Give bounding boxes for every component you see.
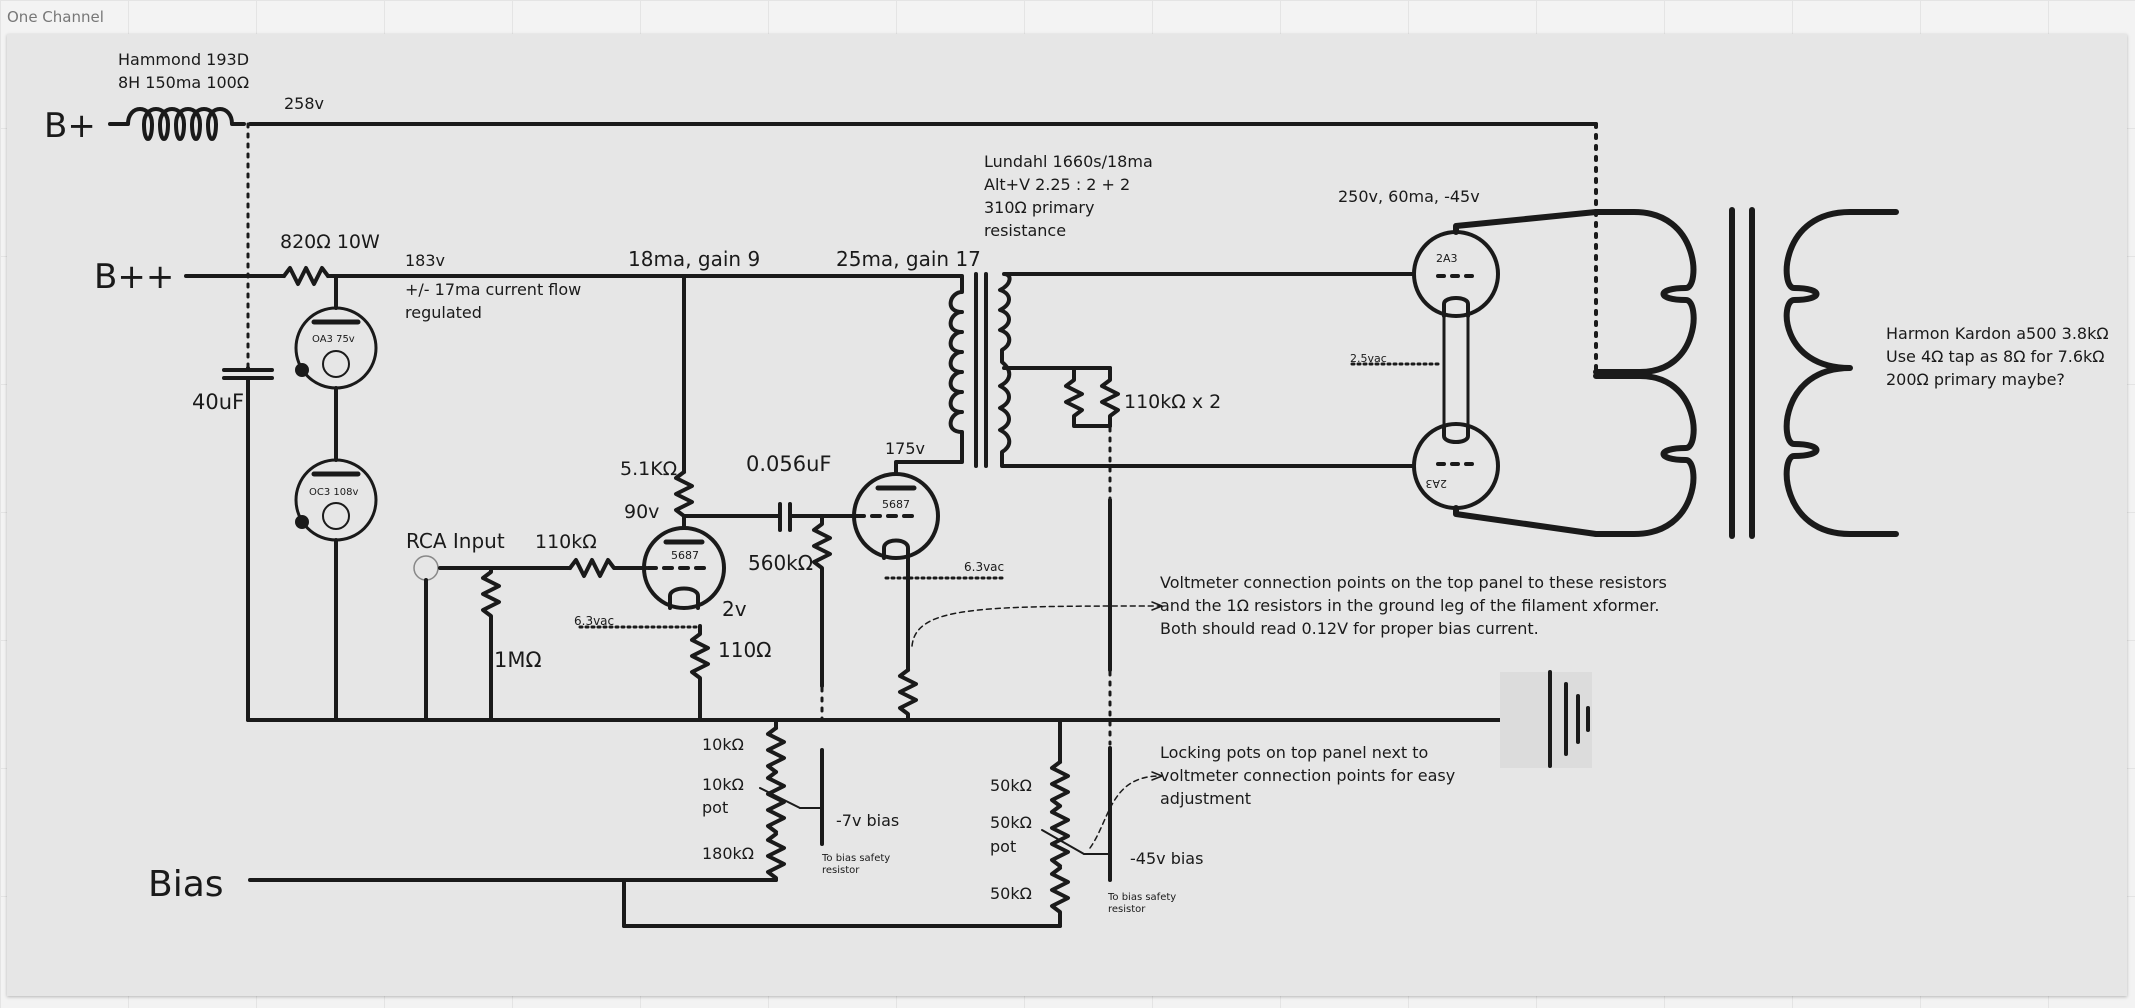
pots-note-line3: adjustment [1160, 789, 1251, 808]
capacitor-40uf-label: 40uF [192, 390, 244, 414]
resistor-180k [766, 832, 786, 882]
tube-oa3-label: OA3 75v [312, 334, 355, 345]
bias-neg7-label: -7v bias [836, 811, 899, 830]
resistor-110k-label: 110kΩ [535, 531, 597, 553]
voltmeter-note-line2: and the 1Ω resistors in the ground leg o… [1160, 596, 1659, 615]
resistor-10k-label: 10kΩ [702, 735, 744, 754]
tube-2a3-top [1412, 230, 1500, 318]
interstage-label-line1: Lundahl 1660s/18ma [984, 152, 1153, 171]
resistor-50k-top [1050, 760, 1070, 808]
bias-neg45-label: -45v bias [1130, 849, 1203, 868]
tube-2a3-top-label: 2A3 [1436, 252, 1458, 265]
resistor-820 [282, 266, 330, 286]
b-plus-label: B+ [44, 106, 96, 146]
regulator-note-line1: +/- 17ma current flow [405, 280, 581, 299]
tube-v1-label: 5687 [671, 549, 699, 562]
voltmeter-arrow [911, 605, 1161, 647]
interstage-transformer [894, 272, 1120, 470]
b-plus-plus-label: B++ [94, 257, 174, 297]
capacitor-0056uf-label: 0.056uF [746, 452, 832, 476]
resistor-110k-x2-label: 110kΩ x 2 [1124, 391, 1221, 413]
choke-inductor [108, 107, 246, 141]
tube-v2-label: 5687 [882, 498, 910, 511]
safety-a-line2: resistor [822, 865, 860, 876]
stage1-note: 18ma, gain 9 [628, 247, 760, 271]
output-note: 250v, 60ma, -45v [1338, 187, 1480, 206]
safety-a-line1: To bias safety [821, 853, 890, 864]
stage2-note: 25ma, gain 17 [836, 247, 981, 271]
pot-10k-label-line2: pot [702, 798, 728, 817]
resistor-475 [898, 668, 918, 722]
interstage-label-line4: resistance [984, 221, 1066, 240]
rca-input-jack [413, 555, 439, 581]
pots-note-line1: Locking pots on top panel next to [1160, 743, 1428, 762]
interstage-label-line3: 310Ω primary [984, 198, 1094, 217]
tube-oc3-label: OC3 108v [309, 487, 358, 498]
voltmeter-note-line3: Both should read 0.12V for proper bias c… [1160, 619, 1539, 638]
resistor-110k-grid [568, 558, 648, 578]
output-transformer [1453, 207, 1899, 539]
pot-10k-wiper [759, 787, 801, 809]
resistor-560k-label: 560kΩ [748, 551, 813, 575]
resistor-50k-bottom-label: 50kΩ [990, 884, 1032, 903]
pots-arrowhead [1151, 771, 1163, 781]
ground-symbol [1500, 670, 1592, 768]
safety-b-line1: To bias safety [1107, 892, 1176, 903]
resistor-110-cathode [690, 624, 710, 722]
safety-b-line2: resistor [1108, 904, 1146, 915]
pot-50k [1050, 804, 1070, 868]
heater-v2-label: 6.3vac [964, 560, 1004, 574]
bias-label: Bias [148, 864, 224, 905]
voltage-258: 258v [284, 94, 324, 113]
tube-v2-5687 [852, 472, 940, 560]
resistor-5k1-label: 5.1KΩ [620, 458, 677, 480]
voltage-90: 90v [624, 501, 659, 523]
pot-50k-wiper [1041, 829, 1085, 855]
tube-oa3 [294, 306, 378, 390]
schematic-diagram: B+ B++ Bias Hammond 193D 8H 150ma 100Ω 2… [44, 50, 2109, 928]
interstage-label-line2: Alt+V 2.25 : 2 + 2 [984, 175, 1130, 194]
tube-2a3-bottom-label: 2A3 [1425, 477, 1447, 490]
resistor-560k [812, 514, 832, 688]
pot-50k-label-line1: 50kΩ [990, 813, 1032, 832]
resistor-180k-label: 180kΩ [702, 844, 754, 863]
heater-v1-label: 6.3vac [574, 614, 614, 628]
resistor-50k-bottom [1050, 866, 1070, 928]
tube-oc3 [294, 458, 378, 542]
pot-10k [766, 770, 786, 834]
tube-v1-5687 [642, 526, 726, 610]
pot-50k-label-line2: pot [990, 837, 1016, 856]
voltmeter-arrowhead [1151, 601, 1163, 611]
ot-label-line1: Harmon Kardon a500 3.8kΩ [1886, 324, 2109, 343]
voltage-183: 183v [405, 251, 445, 270]
resistor-820-label: 820Ω 10W [280, 231, 380, 253]
capacitor-40uf [222, 366, 274, 722]
rca-input-label: RCA Input [406, 529, 505, 553]
filament-link [1442, 314, 1470, 428]
frame-title: One Channel [7, 8, 104, 26]
resistor-1m [481, 566, 501, 722]
pot-10k-label-line1: 10kΩ [702, 775, 744, 794]
voltmeter-note-line1: Voltmeter connection points on the top p… [1160, 573, 1667, 592]
resistor-10k [766, 726, 786, 774]
choke-label-line2: 8H 150ma 100Ω [118, 73, 249, 92]
ot-label-line2: Use 4Ω tap as 8Ω for 7.6kΩ [1886, 347, 2105, 366]
resistor-5k1 [674, 470, 694, 530]
resistor-110-label: 110Ω [718, 638, 771, 662]
ot-label-line3: 200Ω primary maybe? [1886, 370, 2065, 389]
voltage-2: 2v [722, 597, 747, 621]
voltage-175: 175v [885, 439, 925, 458]
pots-note-line2: voltmeter connection points for easy [1160, 766, 1455, 785]
resistor-50k-top-label: 50kΩ [990, 776, 1032, 795]
tube-2a3-bottom [1412, 422, 1500, 510]
resistor-1m-label: 1MΩ [494, 648, 542, 672]
pots-arrow [1089, 775, 1161, 849]
regulator-note-line2: regulated [405, 303, 482, 322]
choke-label-line1: Hammond 193D [118, 50, 249, 69]
heater-2a3-label: 2.5vac [1350, 352, 1387, 365]
